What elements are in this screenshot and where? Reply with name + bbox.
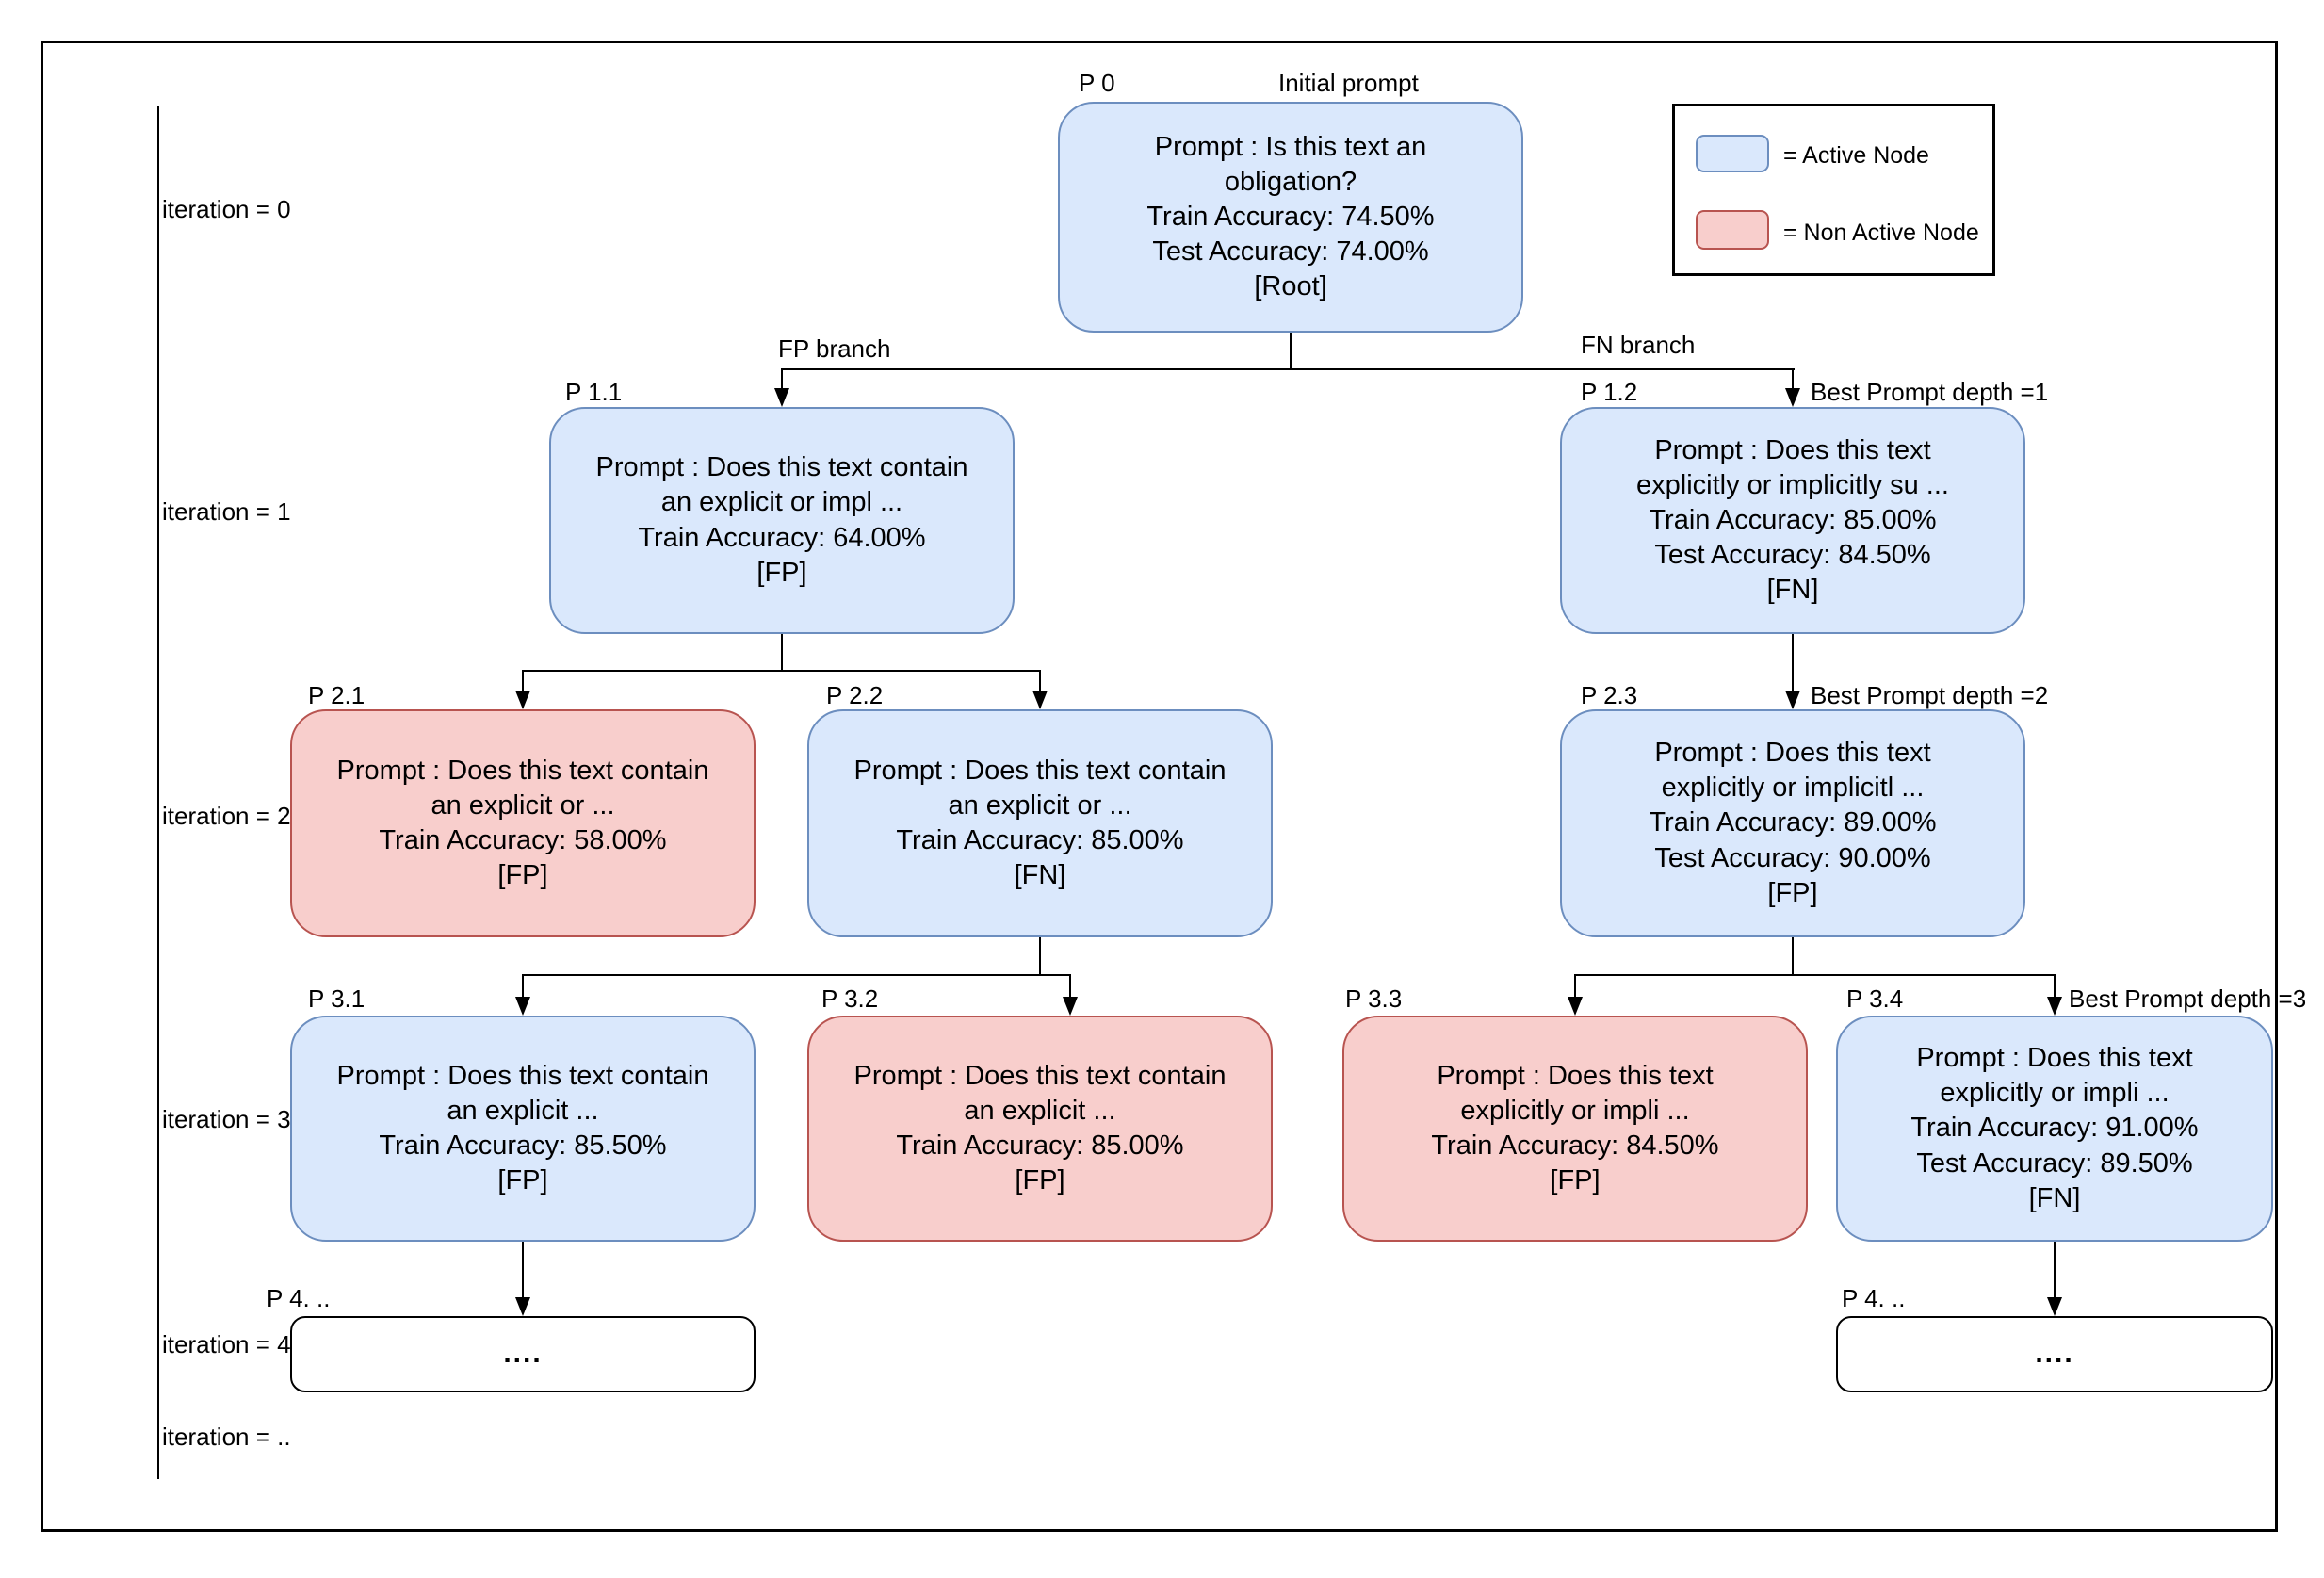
connector-depth3-split-right <box>1574 974 2056 976</box>
connector-to-p34 <box>2054 974 2056 999</box>
legend-inactive-label: = Non Active Node <box>1783 220 1979 246</box>
iteration-label-0: iteration = 0 <box>162 195 291 223</box>
connector-depth3-split-left <box>522 974 1071 976</box>
connector-p12-stem <box>1792 634 1794 692</box>
legend-inactive-swatch <box>1696 210 1769 250</box>
node-p4-left: .... <box>290 1316 756 1392</box>
tag-p4-left: P 4. .. <box>267 1284 331 1312</box>
legend-active-label: = Active Node <box>1783 142 1929 169</box>
connector-p23-stem <box>1792 937 1794 976</box>
node-p4-right: .... <box>1836 1316 2273 1392</box>
connector-to-p12 <box>1792 368 1794 391</box>
node-p11: Prompt : Does this text contain an expli… <box>549 407 1015 634</box>
label-best-depth-1: Best Prompt depth =1 <box>1811 378 2049 406</box>
tag-p0: P 0 <box>1079 69 1115 97</box>
label-best-depth-3: Best Prompt depth =3 <box>2069 984 2307 1013</box>
arrowhead-p12 <box>1785 388 1800 407</box>
node-p21: Prompt : Does this text contain an expli… <box>290 709 756 937</box>
iteration-axis-line <box>157 106 159 1479</box>
connector-p31-stem <box>522 1242 524 1299</box>
connector-to-p11 <box>781 368 783 391</box>
iteration-label-4: iteration = 4 <box>162 1330 291 1358</box>
connector-root-stem <box>1290 333 1292 370</box>
iteration-label-1: iteration = 1 <box>162 497 291 526</box>
connector-p22-stem <box>1039 937 1041 976</box>
tag-p11: P 1.1 <box>565 378 623 406</box>
connector-to-p32 <box>1069 974 1071 999</box>
arrowhead-p32 <box>1063 997 1078 1016</box>
connector-depth2-split-left <box>522 670 1041 672</box>
iteration-label-2: iteration = 2 <box>162 802 291 830</box>
tag-p22: P 2.2 <box>826 681 884 709</box>
arrowhead-p4-left <box>515 1297 530 1316</box>
node-p32: Prompt : Does this text contain an expli… <box>807 1016 1273 1242</box>
tag-p23: P 2.3 <box>1581 681 1638 709</box>
arrowhead-p34 <box>2047 997 2062 1016</box>
node-p22: Prompt : Does this text contain an expli… <box>807 709 1273 937</box>
arrowhead-p21 <box>515 691 530 709</box>
legend-active-swatch <box>1696 135 1769 172</box>
node-p34: Prompt : Does this text explicitly or im… <box>1836 1016 2273 1242</box>
iteration-label-3: iteration = 3 <box>162 1105 291 1133</box>
tag-p33: P 3.3 <box>1345 984 1403 1013</box>
connector-depth1-split <box>781 368 1795 370</box>
node-p33: Prompt : Does this text explicitly or im… <box>1342 1016 1808 1242</box>
connector-p34-stem <box>2054 1242 2056 1299</box>
tag-p31: P 3.1 <box>308 984 366 1013</box>
iteration-label-etc: iteration = .. <box>162 1423 291 1451</box>
connector-to-p33 <box>1574 974 1576 999</box>
label-fn-branch: FN branch <box>1581 331 1696 359</box>
connector-to-p22 <box>1039 670 1041 692</box>
connector-p11-stem <box>781 634 783 672</box>
node-p23: Prompt : Does this text explicitly or im… <box>1560 709 2025 937</box>
tag-p32: P 3.2 <box>821 984 879 1013</box>
arrowhead-p22 <box>1032 691 1048 709</box>
tag-p34: P 3.4 <box>1846 984 1904 1013</box>
connector-to-p31 <box>522 974 524 999</box>
arrowhead-p11 <box>774 388 789 407</box>
tag-p21: P 2.1 <box>308 681 366 709</box>
label-best-depth-2: Best Prompt depth =2 <box>1811 681 2049 709</box>
caption-initial-prompt: Initial prompt <box>1278 69 1419 97</box>
arrowhead-p33 <box>1568 997 1583 1016</box>
node-p0: Prompt : Is this text an obligation? Tra… <box>1058 102 1523 333</box>
legend: = Active Node = Non Active Node <box>1672 104 1995 276</box>
node-p12: Prompt : Does this text explicitly or im… <box>1560 407 2025 634</box>
arrowhead-p23 <box>1785 691 1800 709</box>
label-fp-branch: FP branch <box>778 334 891 363</box>
arrowhead-p4-right <box>2047 1297 2062 1316</box>
tag-p4-right: P 4. .. <box>1842 1284 1906 1312</box>
tag-p12: P 1.2 <box>1581 378 1638 406</box>
arrowhead-p31 <box>515 997 530 1016</box>
outer-border <box>41 41 2278 1532</box>
node-p31: Prompt : Does this text contain an expli… <box>290 1016 756 1242</box>
connector-to-p21 <box>522 670 524 692</box>
